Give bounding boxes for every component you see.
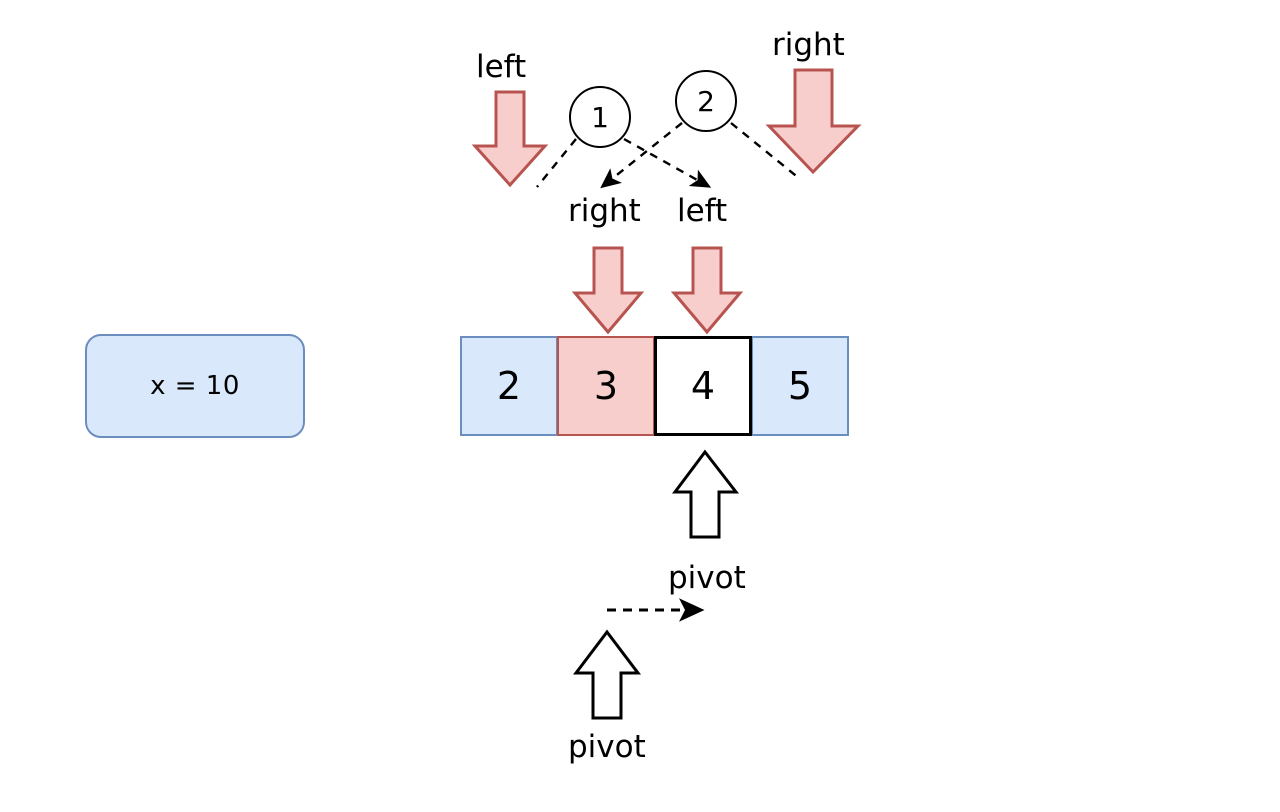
dashed-link-1-right	[623, 137, 712, 188]
red-arrow-mid-right	[571, 246, 645, 335]
red-arrow-mid-left	[670, 246, 744, 335]
step-circle-2[interactable]: 2	[675, 70, 737, 132]
array-cell-3[interactable]: 5	[751, 336, 849, 436]
array-cell-2[interactable]: 4	[654, 336, 752, 436]
label-top-right: right	[772, 27, 845, 63]
red-arrow-top-left	[471, 90, 549, 188]
array-cell-0[interactable]: 2	[460, 336, 558, 436]
variable-box: x = 10	[85, 334, 305, 438]
hollow-arrow-pivot-upper	[672, 449, 740, 539]
label-mid-left: left	[677, 193, 728, 229]
label-mid-right: right	[568, 193, 641, 229]
label-top-left: left	[476, 49, 527, 85]
hollow-arrow-pivot-lower	[572, 629, 642, 720]
dashed-link-2-right	[730, 122, 801, 180]
label-pivot-upper: pivot	[668, 560, 746, 596]
step-circle-1[interactable]: 1	[569, 86, 631, 148]
array-cell-1[interactable]: 3	[557, 336, 655, 436]
label-pivot-lower: pivot	[568, 729, 646, 765]
array-container: 2 3 4 5	[460, 336, 849, 436]
red-arrow-top-right	[765, 68, 862, 175]
variable-box-label: x = 10	[150, 371, 240, 401]
dashed-link-1-left	[536, 138, 577, 188]
